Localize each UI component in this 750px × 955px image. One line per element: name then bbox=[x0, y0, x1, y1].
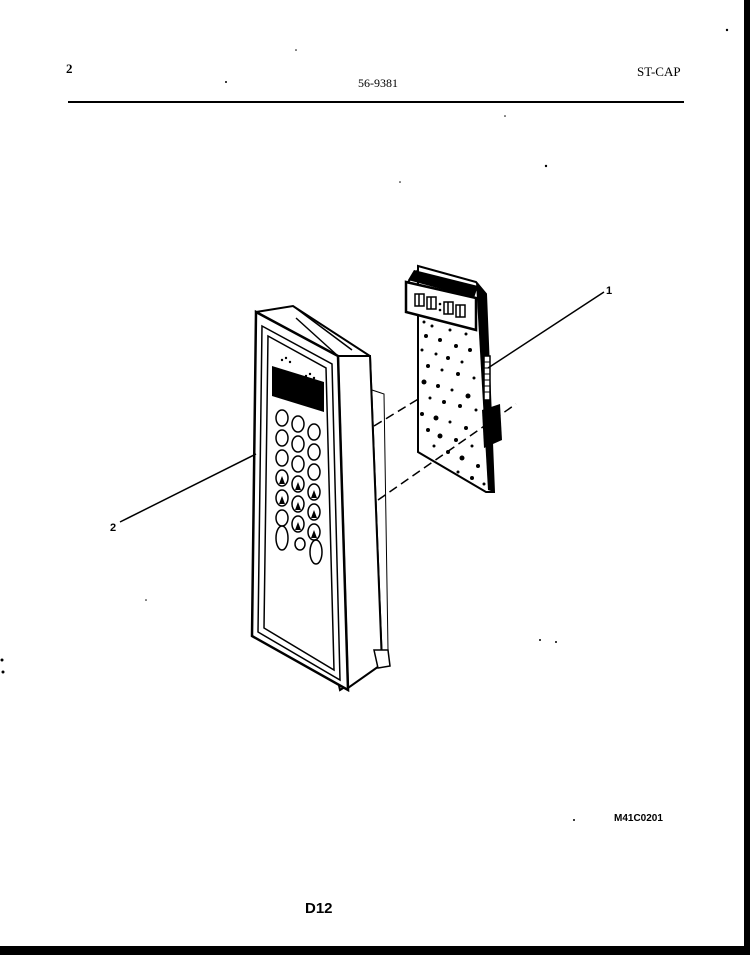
scan-border-right bbox=[744, 0, 750, 955]
document-number: 56-9381 bbox=[358, 76, 398, 90]
callout-leaders bbox=[119, 291, 605, 523]
header-rule bbox=[68, 101, 684, 103]
control-panel bbox=[250, 304, 391, 693]
drawing-id: M41C0201 bbox=[614, 813, 663, 824]
model-code: ST-CAP bbox=[637, 64, 681, 79]
scan-border-bottom bbox=[0, 946, 750, 955]
page-number: 2 bbox=[66, 61, 73, 76]
circuit-board bbox=[404, 264, 502, 493]
scan-specks bbox=[0, 28, 729, 821]
callout-label-2: 2 bbox=[110, 522, 116, 534]
callout-label-1: 1 bbox=[606, 285, 612, 297]
page-code: D12 bbox=[305, 900, 333, 917]
